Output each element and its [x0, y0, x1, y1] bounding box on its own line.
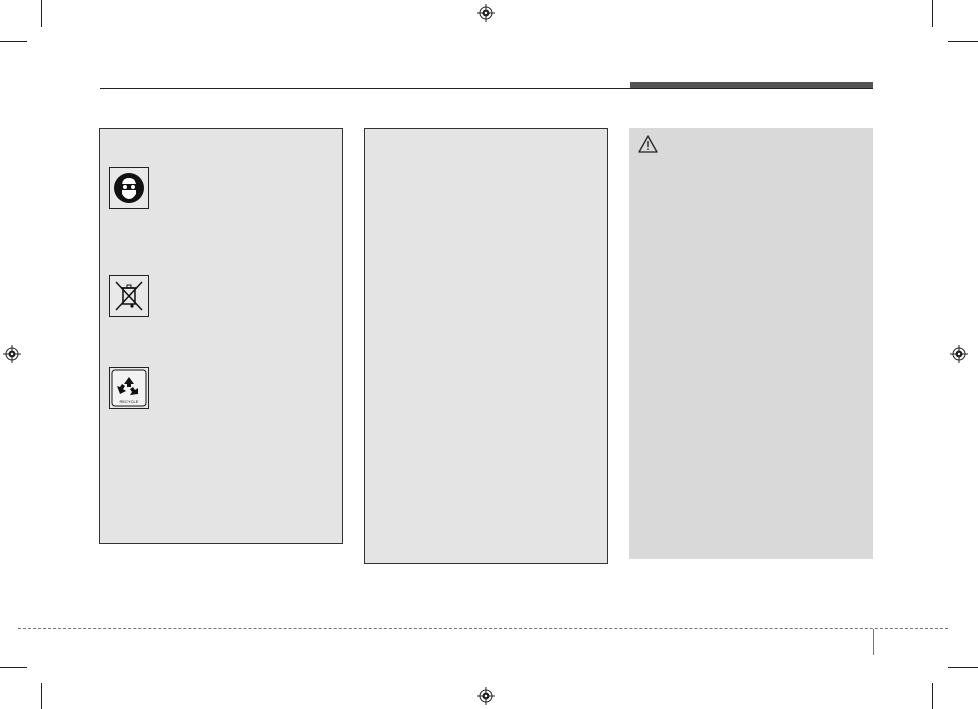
registration-mark-icon — [950, 345, 968, 363]
crop-mark — [41, 683, 42, 709]
header-accent-bar — [630, 82, 873, 88]
recycle-caption: RECYCLE — [120, 399, 139, 404]
crop-mark — [932, 683, 933, 709]
crop-mark — [932, 0, 933, 27]
crop-mark — [41, 0, 42, 27]
footer-divider — [873, 629, 874, 655]
crop-mark — [948, 41, 978, 42]
registration-mark-icon — [477, 4, 495, 22]
notice-panel-middle — [364, 128, 608, 564]
warning-triangle-icon — [638, 135, 658, 153]
footer-rule — [18, 628, 948, 629]
notice-panel-left: RECYCLE — [99, 128, 343, 544]
eye-protection-icon — [114, 173, 144, 203]
recycle-icon: RECYCLE — [111, 369, 147, 407]
crop-mark — [0, 41, 27, 42]
registration-mark-icon — [477, 687, 495, 705]
crossed-out-bin-icon — [115, 281, 143, 311]
crop-mark — [0, 667, 27, 668]
registration-mark-icon — [3, 345, 21, 363]
crop-mark — [948, 667, 978, 668]
recycle-symbol: RECYCLE — [109, 367, 149, 409]
warning-panel — [629, 128, 873, 559]
waste-disposal-symbol — [109, 275, 149, 317]
header-rule — [100, 88, 873, 89]
eye-protection-symbol — [109, 167, 149, 209]
